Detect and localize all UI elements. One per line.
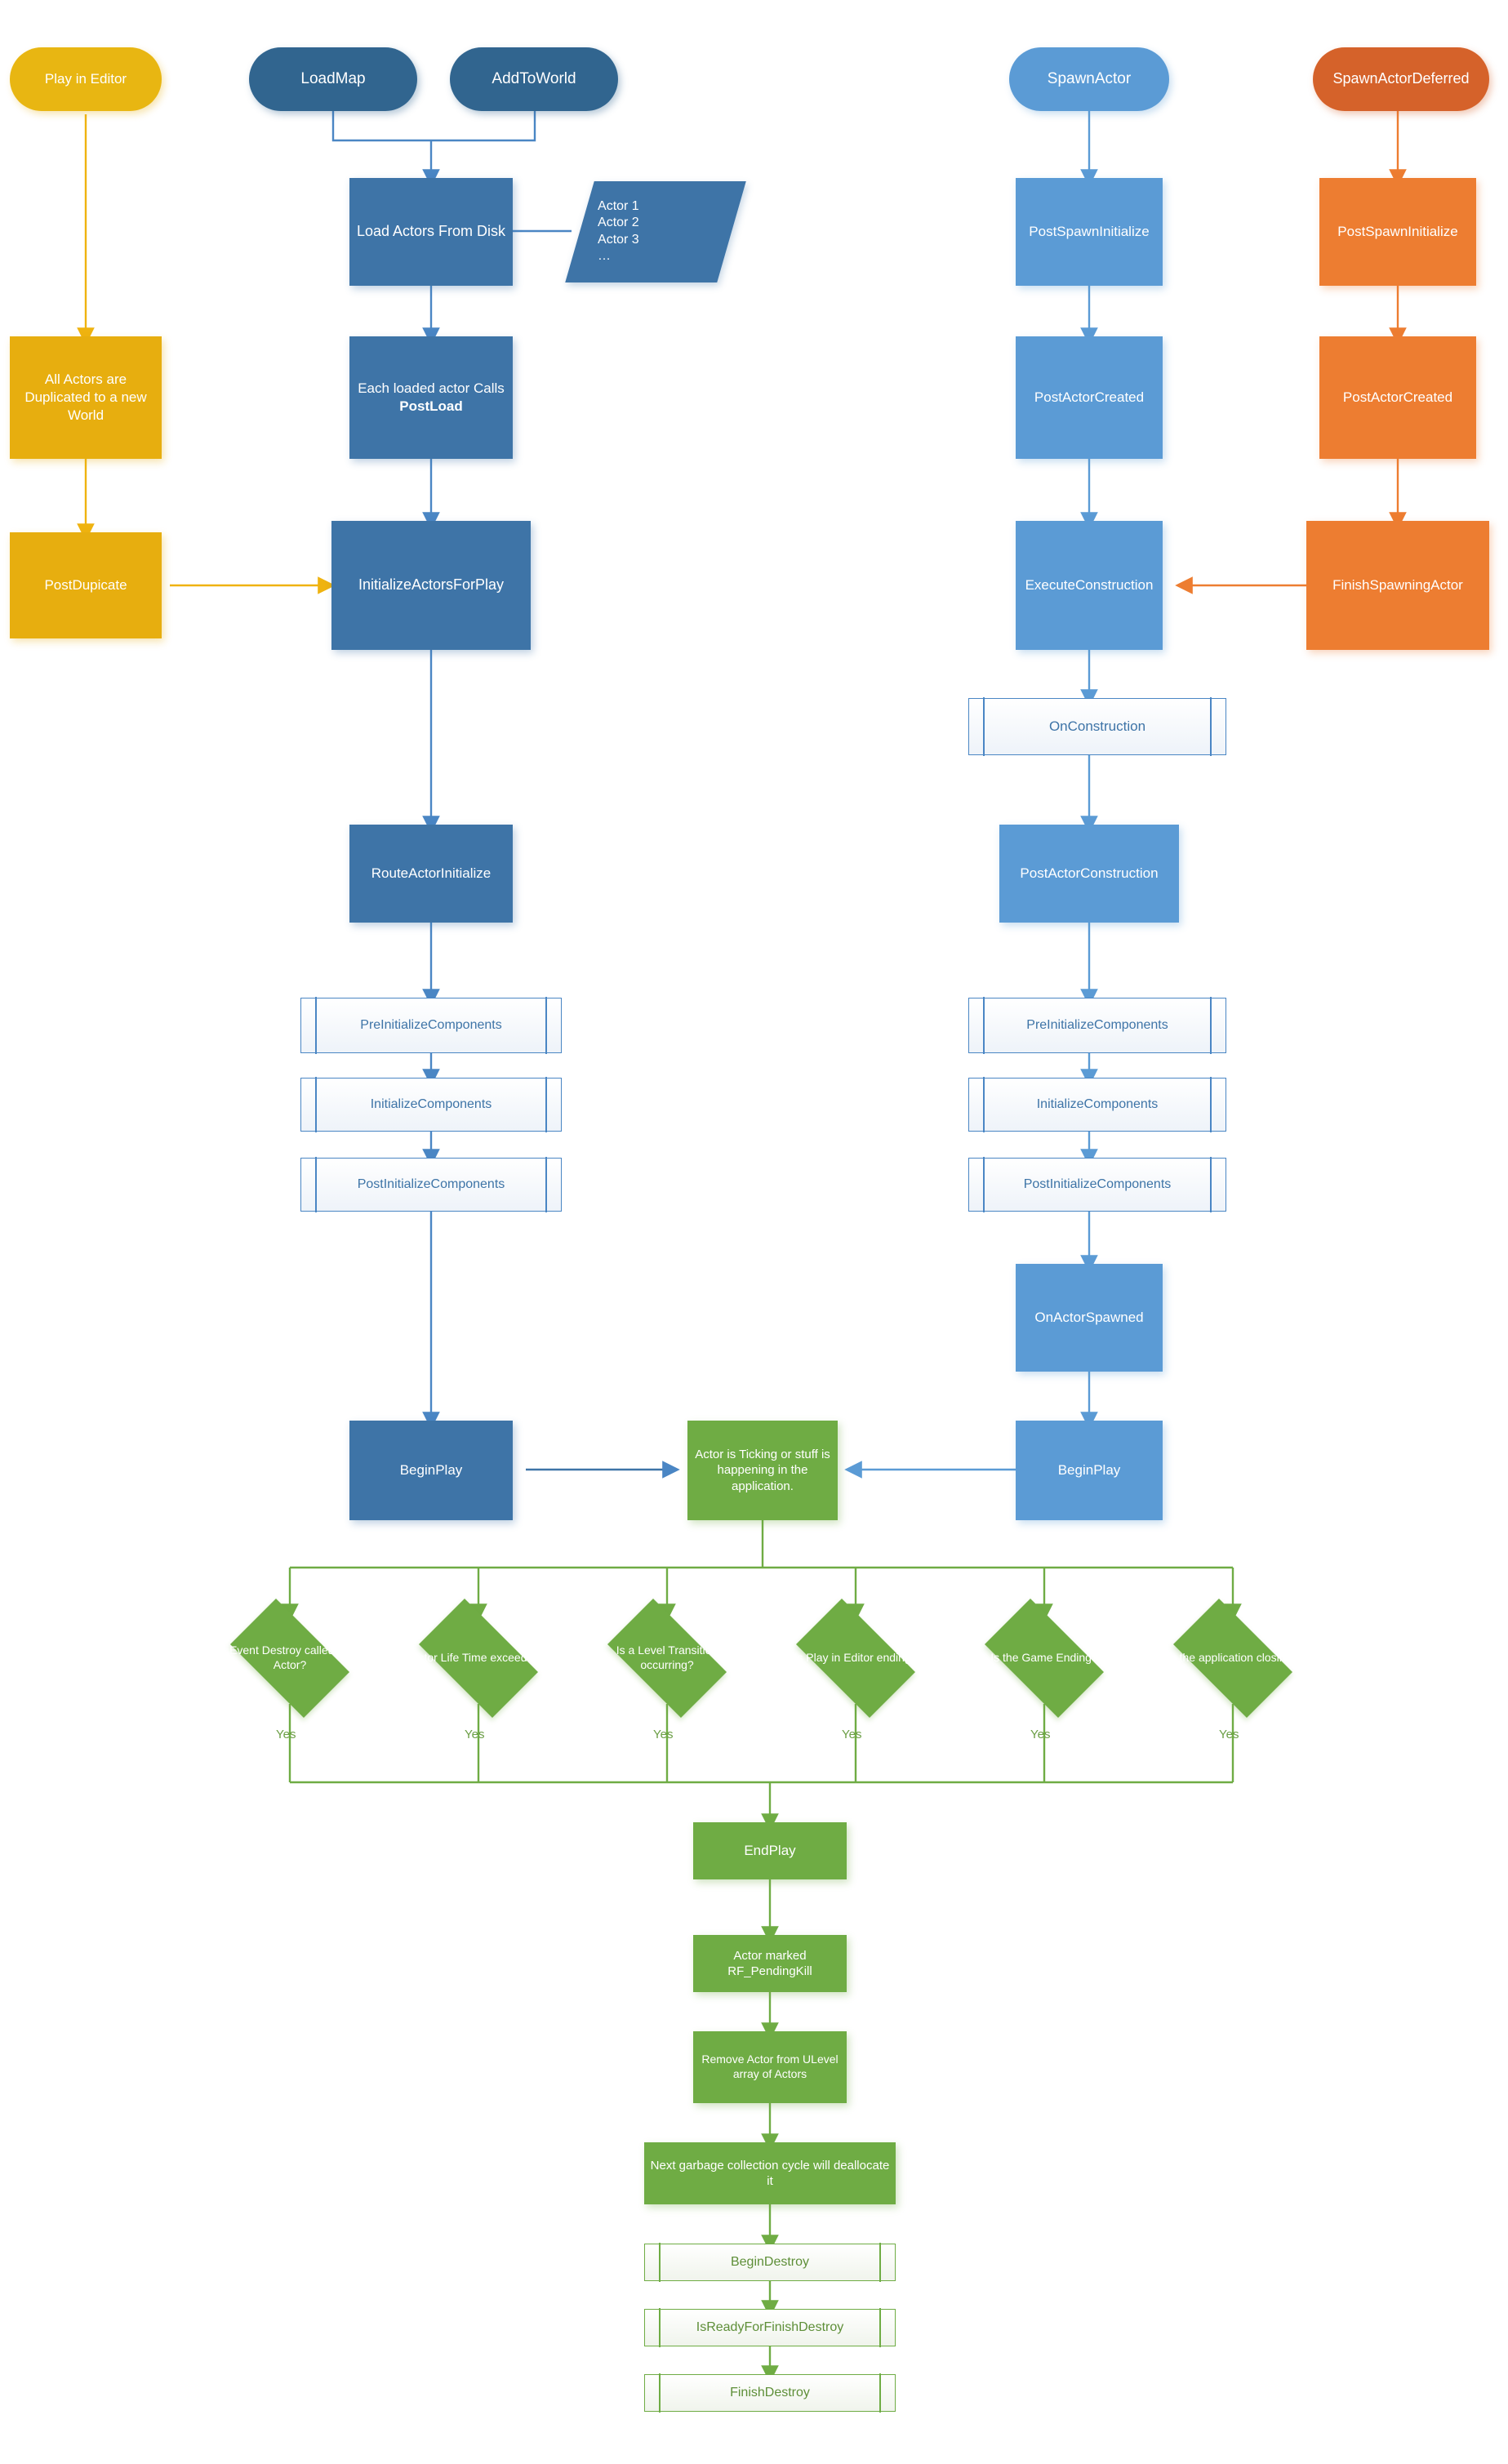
edge-label-yes-2: Yes xyxy=(465,1728,485,1741)
node-actor-list-label: Actor 1 Actor 2 Actor 3 … xyxy=(598,199,639,264)
decision-game-ending[interactable]: Is the Game Ending? xyxy=(971,1599,1118,1718)
node-end-play-label: EndPlay xyxy=(744,1843,796,1859)
node-actor-is-ticking-label: Actor is Ticking or stuff is happening i… xyxy=(695,1448,830,1493)
node-next-gc-cycle-label: Next garbage collection cycle will deall… xyxy=(650,2158,890,2188)
node-post-actor-created-blue[interactable]: PostActorCreated xyxy=(1016,336,1163,459)
node-begin-play-left-label: BeginPlay xyxy=(399,1462,463,1479)
node-each-loaded-actor[interactable]: Each loaded actor Calls PostLoad xyxy=(349,336,513,459)
node-add-to-world[interactable]: AddToWorld xyxy=(450,47,618,111)
node-spawn-actor-deferred-label: SpawnActorDeferred xyxy=(1332,70,1470,87)
node-load-map-label: LoadMap xyxy=(300,69,366,87)
decision-play-in-editor-ending[interactable]: Is Play in Editor ending? xyxy=(782,1599,929,1718)
node-actor-marked-pendingkill[interactable]: Actor marked RF_PendingKill xyxy=(693,1935,847,1992)
decision-application-closing-label: Is the application closing? xyxy=(1167,1651,1299,1665)
node-route-actor-initialize[interactable]: RouteActorInitialize xyxy=(349,825,513,923)
node-post-spawn-initialize-blue[interactable]: PostSpawnInitialize xyxy=(1016,178,1163,286)
node-pre-initialize-components-right-label: PreInitializeComponents xyxy=(1026,1017,1168,1032)
decision-event-destroy[interactable]: Event Destroy called on Actor? xyxy=(216,1599,363,1718)
node-initialize-components-left[interactable]: InitializeComponents xyxy=(300,1077,562,1132)
node-all-actors-duplicated[interactable]: All Actors are Duplicated to a new World xyxy=(10,336,162,459)
node-on-actor-spawned[interactable]: OnActorSpawned xyxy=(1016,1264,1163,1372)
node-execute-construction[interactable]: ExecuteConstruction xyxy=(1016,521,1163,650)
node-spawn-actor[interactable]: SpawnActor xyxy=(1009,47,1169,111)
node-post-spawn-initialize-orange-label: PostSpawnInitialize xyxy=(1337,224,1458,240)
node-begin-play-right-label: BeginPlay xyxy=(1057,1462,1121,1479)
node-pre-initialize-components-left-label: PreInitializeComponents xyxy=(360,1017,502,1032)
node-each-loaded-actor-text: Each loaded actor Calls xyxy=(358,380,505,397)
node-actor-list-data[interactable]: Actor 1 Actor 2 Actor 3 … xyxy=(565,181,746,282)
node-next-gc-cycle[interactable]: Next garbage collection cycle will deall… xyxy=(644,2142,896,2204)
node-each-loaded-actor-label: Each loaded actor Calls PostLoad xyxy=(349,380,513,416)
node-post-actor-construction-label: PostActorConstruction xyxy=(1020,865,1159,882)
node-spawn-actor-label: SpawnActor xyxy=(1047,69,1132,87)
node-finish-destroy[interactable]: FinishDestroy xyxy=(644,2373,896,2413)
node-initialize-components-right-label: InitializeComponents xyxy=(1036,1096,1159,1111)
node-begin-play-left[interactable]: BeginPlay xyxy=(349,1421,513,1520)
decision-event-destroy-label: Event Destroy called on Actor? xyxy=(229,1643,350,1671)
node-on-construction[interactable]: OnConstruction xyxy=(968,697,1226,756)
node-post-initialize-components-left-label: PostInitializeComponents xyxy=(357,1176,505,1191)
node-post-spawn-initialize-orange[interactable]: PostSpawnInitialize xyxy=(1319,178,1476,286)
decision-actor-life-time-label: Actor Life Time exceeded? xyxy=(411,1651,546,1665)
node-begin-destroy[interactable]: BeginDestroy xyxy=(644,2243,896,2282)
node-is-ready-for-finish-destroy-label: IsReadyForFinishDestroy xyxy=(696,2319,844,2334)
edge-label-yes-1: Yes xyxy=(276,1728,296,1741)
node-is-ready-for-finish-destroy[interactable]: IsReadyForFinishDestroy xyxy=(644,2308,896,2347)
node-post-dupicate-label: PostDupicate xyxy=(44,577,127,594)
node-actor-marked-pendingkill-label: Actor marked RF_PendingKill xyxy=(727,1948,812,1978)
node-post-initialize-components-left[interactable]: PostInitializeComponents xyxy=(300,1157,562,1212)
node-pre-initialize-components-right[interactable]: PreInitializeComponents xyxy=(968,997,1226,1054)
edge-label-yes-6: Yes xyxy=(1219,1728,1239,1741)
node-pre-initialize-components-left[interactable]: PreInitializeComponents xyxy=(300,997,562,1054)
node-spawn-actor-deferred[interactable]: SpawnActorDeferred xyxy=(1313,47,1489,111)
node-load-map[interactable]: LoadMap xyxy=(249,47,417,111)
decision-level-transition[interactable]: Is a Level Transition occurring? xyxy=(594,1599,741,1718)
node-remove-actor-from-ulevel[interactable]: Remove Actor from ULevel array of Actors xyxy=(693,2031,847,2103)
node-post-actor-created-blue-label: PostActorCreated xyxy=(1034,389,1145,406)
node-play-in-editor[interactable]: Play in Editor xyxy=(10,47,162,111)
decision-application-closing[interactable]: Is the application closing? xyxy=(1159,1599,1306,1718)
decision-level-transition-label: Is a Level Transition occurring? xyxy=(616,1643,718,1671)
node-begin-destroy-label: BeginDestroy xyxy=(730,2254,810,2269)
node-finish-spawning-actor[interactable]: FinishSpawningActor xyxy=(1306,521,1489,650)
node-on-construction-label: OnConstruction xyxy=(1048,718,1146,735)
node-all-actors-duplicated-label: All Actors are Duplicated to a new World xyxy=(24,371,147,423)
node-initialize-components-left-label: InitializeComponents xyxy=(370,1096,492,1111)
node-initialize-actors-for-play[interactable]: InitializeActorsForPlay xyxy=(331,521,531,650)
node-post-spawn-initialize-blue-label: PostSpawnInitialize xyxy=(1029,224,1150,240)
node-initialize-components-right[interactable]: InitializeComponents xyxy=(968,1077,1226,1132)
node-finish-spawning-actor-label: FinishSpawningActor xyxy=(1332,577,1463,594)
edge-label-yes-3: Yes xyxy=(653,1728,674,1741)
node-post-initialize-components-right[interactable]: PostInitializeComponents xyxy=(968,1157,1226,1212)
node-end-play[interactable]: EndPlay xyxy=(693,1822,847,1879)
node-each-loaded-actor-bold: PostLoad xyxy=(399,398,463,414)
decision-play-in-editor-ending-label: Is Play in Editor ending? xyxy=(794,1651,918,1665)
node-initialize-actors-for-play-label: InitializeActorsForPlay xyxy=(358,576,505,594)
edge-label-yes-4: Yes xyxy=(842,1728,862,1741)
node-post-actor-created-orange[interactable]: PostActorCreated xyxy=(1319,336,1476,459)
node-load-actors-from-disk-label: Load Actors From Disk xyxy=(356,223,506,240)
node-post-actor-created-orange-label: PostActorCreated xyxy=(1342,389,1453,406)
node-route-actor-initialize-label: RouteActorInitialize xyxy=(371,865,492,882)
node-execute-construction-label: ExecuteConstruction xyxy=(1025,577,1154,594)
node-load-actors-from-disk[interactable]: Load Actors From Disk xyxy=(349,178,513,286)
node-actor-is-ticking[interactable]: Actor is Ticking or stuff is happening i… xyxy=(687,1421,838,1520)
node-on-actor-spawned-label: OnActorSpawned xyxy=(1034,1310,1144,1326)
node-begin-play-right[interactable]: BeginPlay xyxy=(1016,1421,1163,1520)
node-play-in-editor-label: Play in Editor xyxy=(44,71,127,87)
decision-game-ending-label: Is the Game Ending? xyxy=(990,1651,1098,1665)
node-post-actor-construction[interactable]: PostActorConstruction xyxy=(999,825,1179,923)
edge-label-yes-5: Yes xyxy=(1030,1728,1051,1741)
node-remove-actor-from-ulevel-label: Remove Actor from ULevel array of Actors xyxy=(701,2053,839,2080)
node-post-dupicate[interactable]: PostDupicate xyxy=(10,532,162,638)
node-add-to-world-label: AddToWorld xyxy=(492,69,576,87)
decision-actor-life-time[interactable]: Actor Life Time exceeded? xyxy=(405,1599,552,1718)
node-post-initialize-components-right-label: PostInitializeComponents xyxy=(1023,1176,1172,1191)
node-finish-destroy-label: FinishDestroy xyxy=(730,2385,810,2400)
